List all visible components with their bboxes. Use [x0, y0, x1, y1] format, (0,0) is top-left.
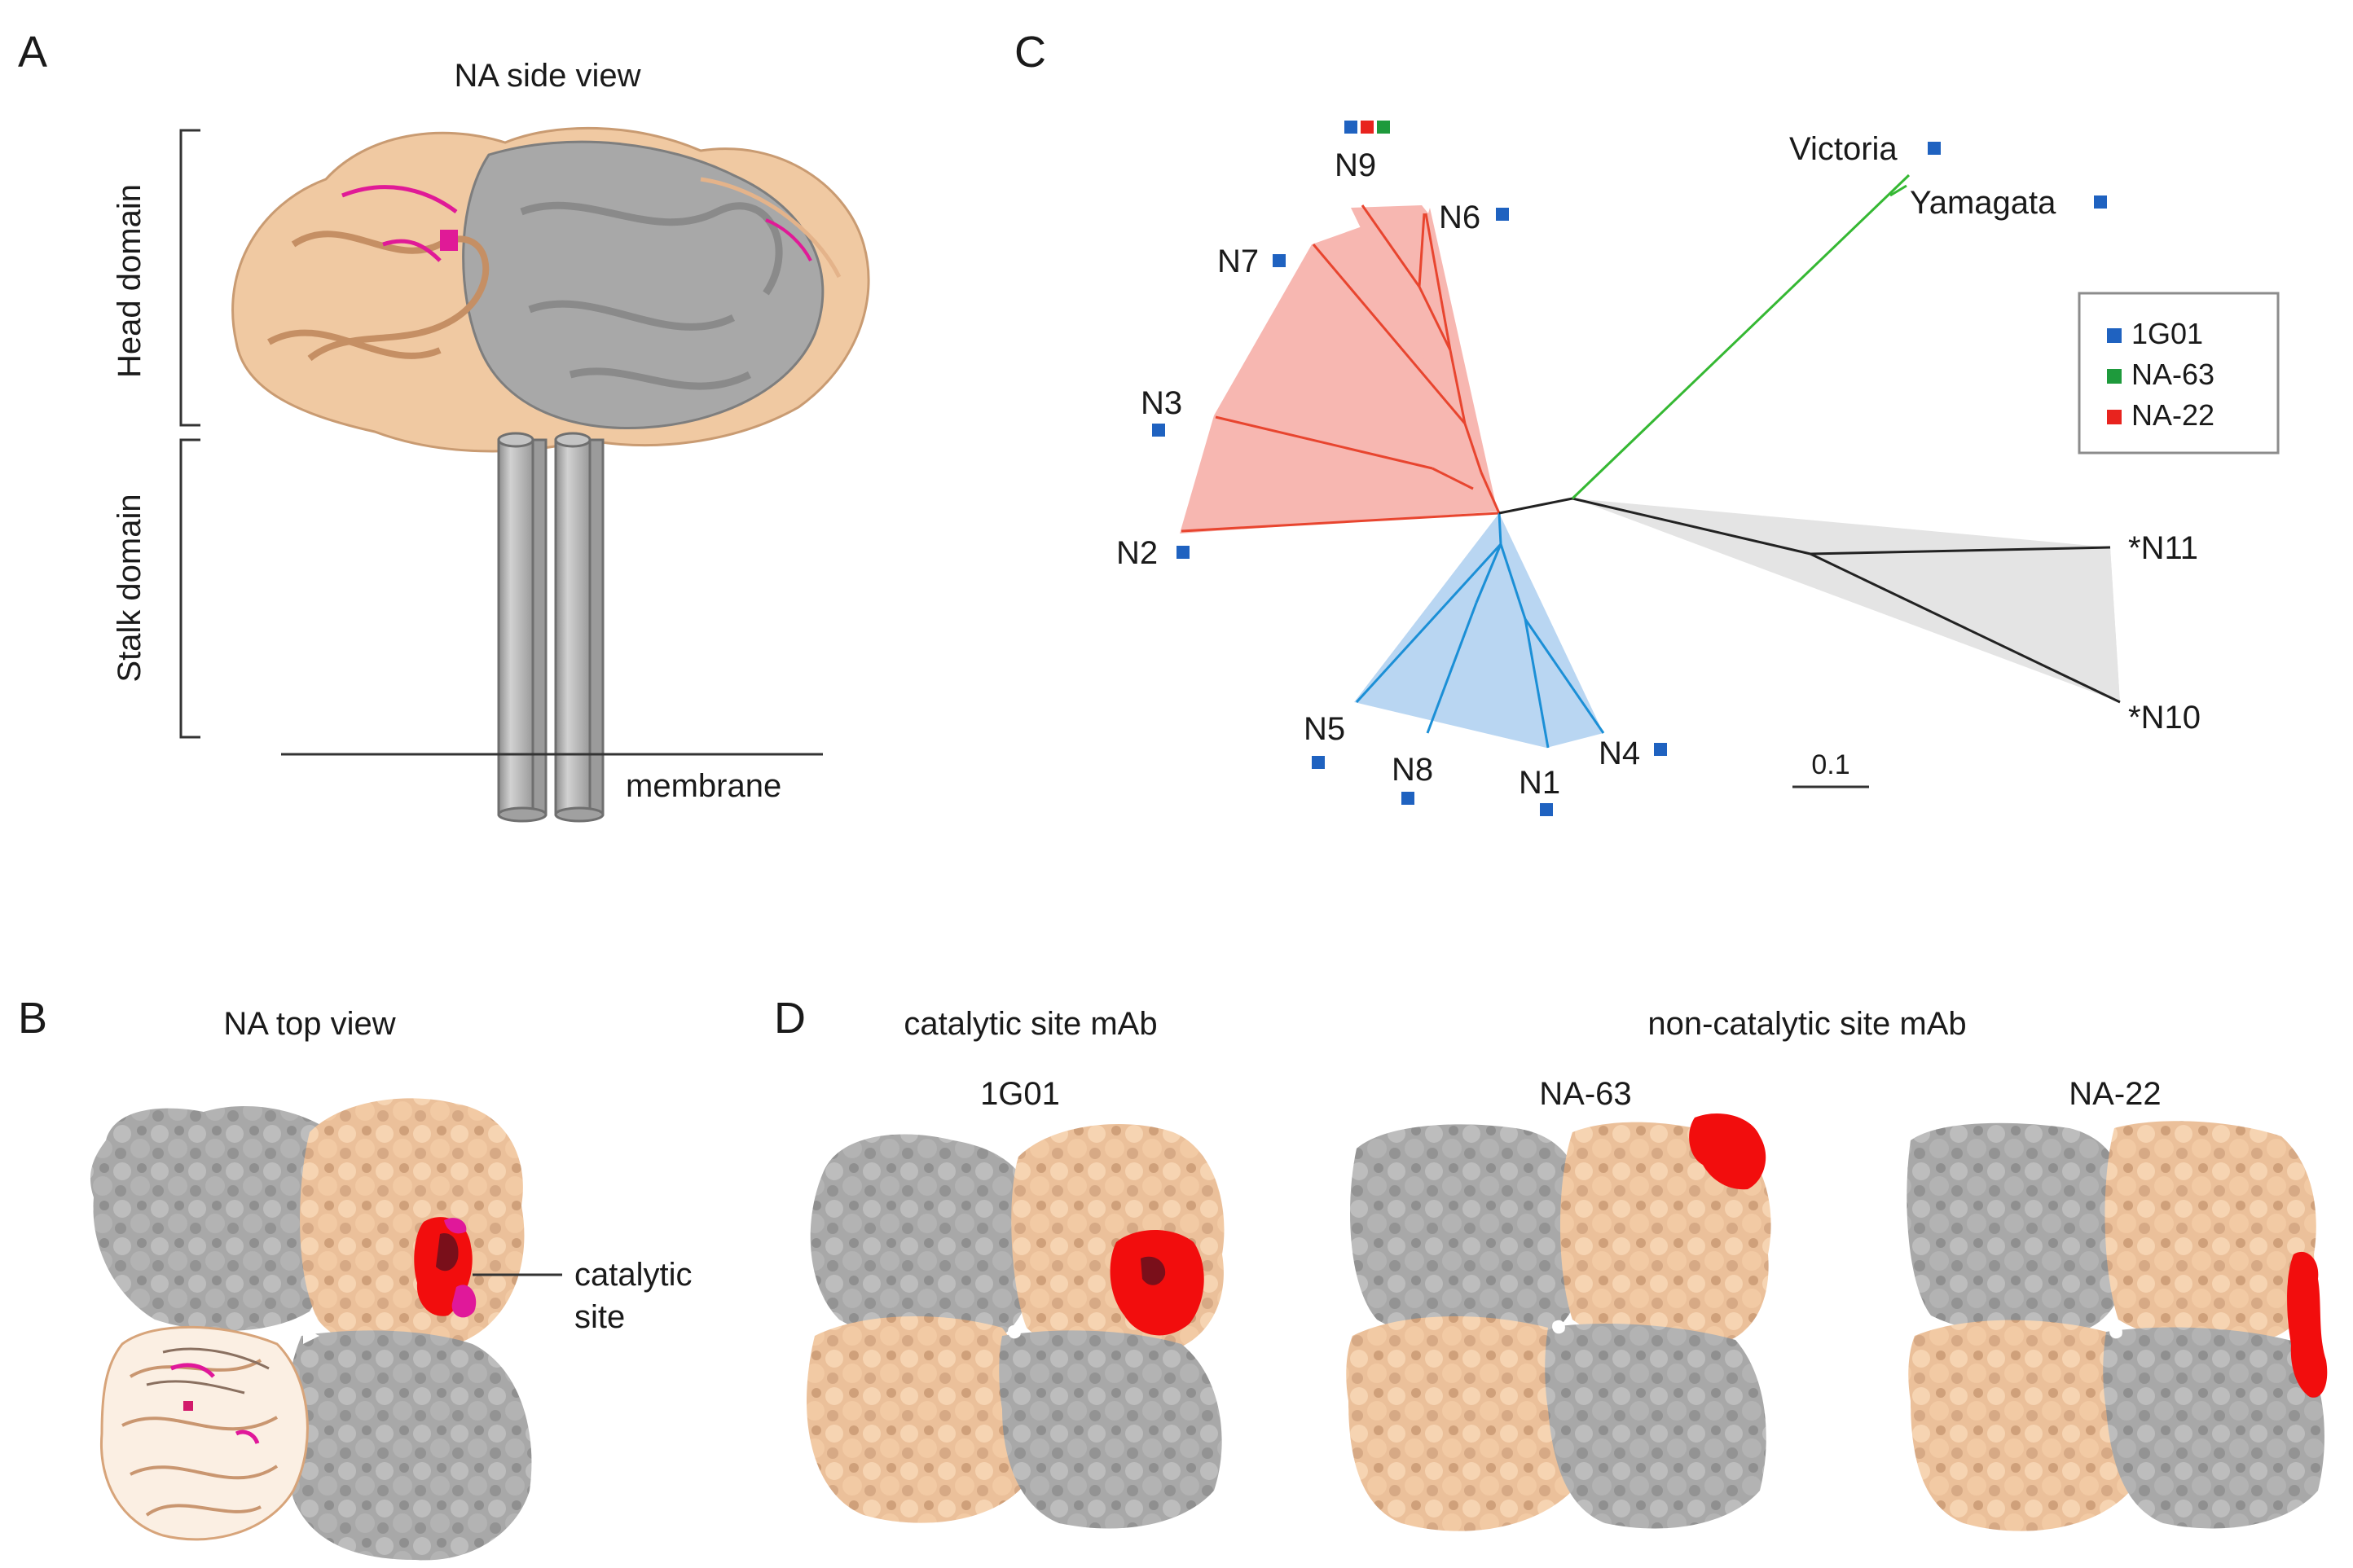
panel-b-letter: B: [18, 994, 47, 1043]
panel-d-letter: D: [774, 994, 806, 1043]
non-catalytic-site-mab-title: non-catalytic site mAb: [1647, 1006, 1966, 1042]
panel-b-title: NA top view: [223, 1006, 395, 1042]
catalytic-site-mab-title: catalytic site mAb: [904, 1006, 1157, 1042]
na-top-view-surface: [90, 1098, 532, 1561]
n9-marker-1g01: [1344, 121, 1357, 134]
tree-leaves: N9 N6 N7 N3 N2 N5 N8 N1 N4 Victoria Yama…: [1116, 121, 2201, 816]
head-domain-structure: [231, 126, 870, 453]
structure-na22: NA-22: [1907, 1076, 2328, 1531]
leaf-n1: N1: [1519, 765, 1560, 801]
panel-a-letter: A: [18, 28, 47, 77]
leaf-n6: N6: [1439, 200, 1480, 235]
legend-swatch-1g01: [2107, 328, 2122, 343]
stalk-domain-structure: [497, 432, 605, 823]
panel-c: C: [1014, 28, 2280, 816]
tree-root-branches: [1498, 497, 2121, 704]
panel-a: A NA side view Head domain Stalk domain: [18, 28, 870, 823]
panel-b: B NA top view catalytic site: [18, 994, 693, 1561]
stalk-domain-label: Stalk domain: [112, 494, 147, 682]
leaf-victoria: Victoria: [1789, 131, 1898, 167]
scale-bar-label: 0.1: [1811, 749, 1849, 780]
leaf-n5: N5: [1304, 711, 1345, 747]
panel-d: D catalytic site mAb non-catalytic site …: [774, 994, 2328, 1531]
leaf-n7: N7: [1217, 244, 1259, 279]
legend-label-na22: NA-22: [2131, 398, 2214, 432]
head-domain-label: Head domain: [112, 184, 147, 378]
stalk-bracket: [179, 438, 200, 739]
n9-marker-na22: [1361, 121, 1374, 134]
leaf-n2: N2: [1116, 535, 1158, 571]
clade-red-branches: [1181, 204, 1501, 533]
leaf-n10: *N10: [2128, 700, 2201, 736]
catalytic-site-label-line2: site: [574, 1299, 625, 1335]
structure-na63-label: NA-63: [1539, 1076, 1631, 1112]
membrane-label: membrane: [626, 768, 781, 804]
catalytic-site-label-line1: catalytic: [574, 1257, 693, 1293]
head-bracket: [179, 129, 200, 427]
structure-1g01: 1G01: [807, 1076, 1225, 1529]
leaf-n3: N3: [1141, 385, 1182, 421]
n9-marker-na63: [1377, 121, 1390, 134]
leaf-n9: N9: [1335, 147, 1376, 183]
influenza-b-branch: [1571, 173, 1911, 500]
legend-label-na63: NA-63: [2131, 358, 2214, 391]
legend-swatch-na22: [2107, 410, 2122, 424]
panel-a-title: NA side view: [455, 58, 641, 94]
legend: 1G01 NA-63 NA-22: [2078, 292, 2280, 455]
panel-c-letter: C: [1014, 28, 1046, 77]
legend-swatch-na63: [2107, 369, 2122, 384]
legend-label-1g01: 1G01: [2131, 317, 2203, 350]
leaf-yamagata: Yamagata: [1910, 185, 2056, 221]
leaf-n8: N8: [1392, 752, 1433, 788]
clade-blue-branches: [1355, 512, 1605, 749]
structure-na63: NA-63: [1346, 1076, 1771, 1531]
structure-1g01-label: 1G01: [980, 1076, 1060, 1112]
leaf-n11: *N11: [2128, 530, 2198, 566]
leaf-n4: N4: [1599, 736, 1640, 771]
clade-blue-shade: [1354, 513, 1603, 748]
structure-na22-label: NA-22: [2069, 1076, 2161, 1112]
